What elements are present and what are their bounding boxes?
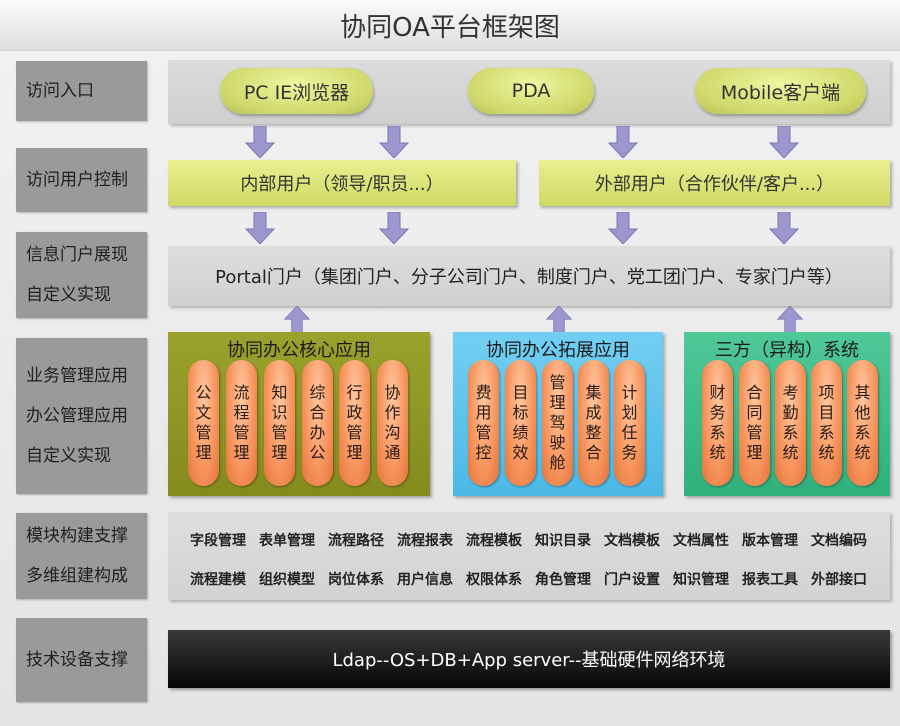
row-label-text: 访问用户控制 [26, 170, 128, 190]
row-label-text: 办公管理应用 [26, 406, 128, 426]
app-capsule: 综合办公 [302, 360, 333, 486]
capsule-text: 费用管控 [475, 383, 492, 462]
row-label-tech: 技术设备支撑 [16, 618, 147, 702]
modules-panel [168, 512, 890, 600]
module-item: 版本管理 [742, 533, 798, 549]
module-item: 知识管理 [673, 572, 729, 588]
row-label-text: 访问入口 [26, 81, 94, 101]
capsule-text: 考勤系统 [782, 383, 799, 462]
arrow-down-icon [378, 126, 410, 158]
module-item: 门户设置 [604, 572, 660, 588]
capsule-text: 协作沟通 [384, 383, 401, 462]
module-item: 流程路径 [328, 533, 384, 549]
group-title: 协同办公核心应用 [227, 340, 371, 361]
arrow-up-icon [283, 306, 311, 334]
row-label-text: 技术设备支撑 [26, 650, 128, 670]
capsule-text: 财务系统 [709, 383, 726, 462]
app-capsule: 行政管理 [339, 360, 370, 486]
app-capsule: 其他系统 [847, 360, 878, 486]
module-item: 文档模板 [604, 533, 660, 549]
capsule-text: 流程管理 [233, 383, 250, 462]
module-item: 外部接口 [811, 572, 867, 588]
module-item: 权限体系 [466, 572, 522, 588]
module-item: 角色管理 [535, 572, 591, 588]
arrow-down-icon [244, 126, 276, 158]
module-item: 流程建模 [190, 572, 246, 588]
arrow-down-icon [244, 212, 276, 244]
row-label-portal: 信息门户展现 自定义实现 [16, 232, 147, 318]
module-item: 文档属性 [673, 533, 729, 549]
app-capsule: 目标绩效 [505, 360, 536, 486]
row-label-text: 模块构建支撑 [26, 526, 128, 546]
module-item: 岗位体系 [328, 572, 384, 588]
module-item: 组织模型 [259, 572, 315, 588]
app-capsule: 公文管理 [188, 360, 219, 486]
module-item: 用户信息 [397, 572, 453, 588]
row-label-access: 访问入口 [16, 61, 147, 121]
capsule-text: 合同管理 [746, 383, 763, 462]
arrow-down-icon [607, 212, 639, 244]
app-capsule: 项目系统 [811, 360, 842, 486]
row-label-text: 自定义实现 [26, 285, 111, 305]
arrow-down-icon [768, 212, 800, 244]
app-capsule: 考勤系统 [775, 360, 806, 486]
app-capsule: 费用管控 [468, 360, 499, 486]
row-label-modules: 模块构建支撑 多维组建构成 [16, 513, 147, 599]
module-item: 知识目录 [535, 533, 591, 549]
capsule-text: 集成整合 [585, 383, 602, 462]
app-capsule: 流程管理 [226, 360, 257, 486]
app-capsule: 合同管理 [739, 360, 770, 486]
capsule-text: 计划任务 [621, 383, 638, 462]
capsule-text: 公文管理 [195, 383, 212, 462]
portal-bar: Portal门户（集团门户、分子公司门户、制度门户、党工团门户、专家门户等） [168, 246, 890, 306]
arrow-down-icon [378, 212, 410, 244]
internal-users-box: 内部用户（领导/职员...） [168, 160, 516, 206]
row-label-text: 信息门户展现 [26, 245, 128, 265]
module-item: 流程报表 [397, 533, 453, 549]
external-users-box: 外部用户（合作伙伴/客户...） [539, 160, 890, 206]
entry-mobile-client: Mobile客户端 [695, 68, 866, 114]
tech-infrastructure-bar: Ldap--OS+DB+App server--基础硬件网络环境 [168, 630, 890, 688]
capsule-text: 其他系统 [854, 383, 871, 462]
row-label-text: 业务管理应用 [26, 366, 128, 386]
diagram-title: 协同OA平台框架图 [0, 0, 900, 51]
module-item: 字段管理 [190, 533, 246, 549]
app-capsule: 集成整合 [578, 360, 609, 486]
group-title: 协同办公拓展应用 [486, 340, 630, 361]
capsule-text: 管理驾驶舱 [549, 373, 566, 472]
module-item: 表单管理 [259, 533, 315, 549]
app-capsule: 协作沟通 [377, 360, 408, 486]
row-label-text: 自定义实现 [26, 446, 111, 466]
arrow-up-icon [545, 306, 573, 334]
entry-pda: PDA [468, 68, 594, 114]
capsule-text: 综合办公 [309, 383, 326, 462]
app-capsule: 知识管理 [264, 360, 295, 486]
row-label-text: 多维组建构成 [26, 566, 128, 586]
module-item: 流程模板 [466, 533, 522, 549]
capsule-text: 目标绩效 [512, 383, 529, 462]
capsule-text: 行政管理 [346, 383, 363, 462]
row-label-user-control: 访问用户控制 [16, 148, 147, 212]
module-item: 文档编码 [811, 533, 867, 549]
capsule-text: 项目系统 [818, 383, 835, 462]
row-label-apps: 业务管理应用 办公管理应用 自定义实现 [16, 338, 147, 494]
arrow-down-icon [768, 126, 800, 158]
capsule-text: 知识管理 [271, 383, 288, 462]
app-capsule: 财务系统 [702, 360, 733, 486]
app-capsule: 计划任务 [614, 360, 645, 486]
entry-pc-browser: PC IE浏览器 [220, 68, 373, 114]
module-item: 报表工具 [742, 572, 798, 588]
group-title: 三方（异构）系统 [715, 340, 859, 361]
arrow-down-icon [607, 126, 639, 158]
app-capsule: 管理驾驶舱 [542, 360, 573, 486]
arrow-up-icon [776, 306, 804, 334]
